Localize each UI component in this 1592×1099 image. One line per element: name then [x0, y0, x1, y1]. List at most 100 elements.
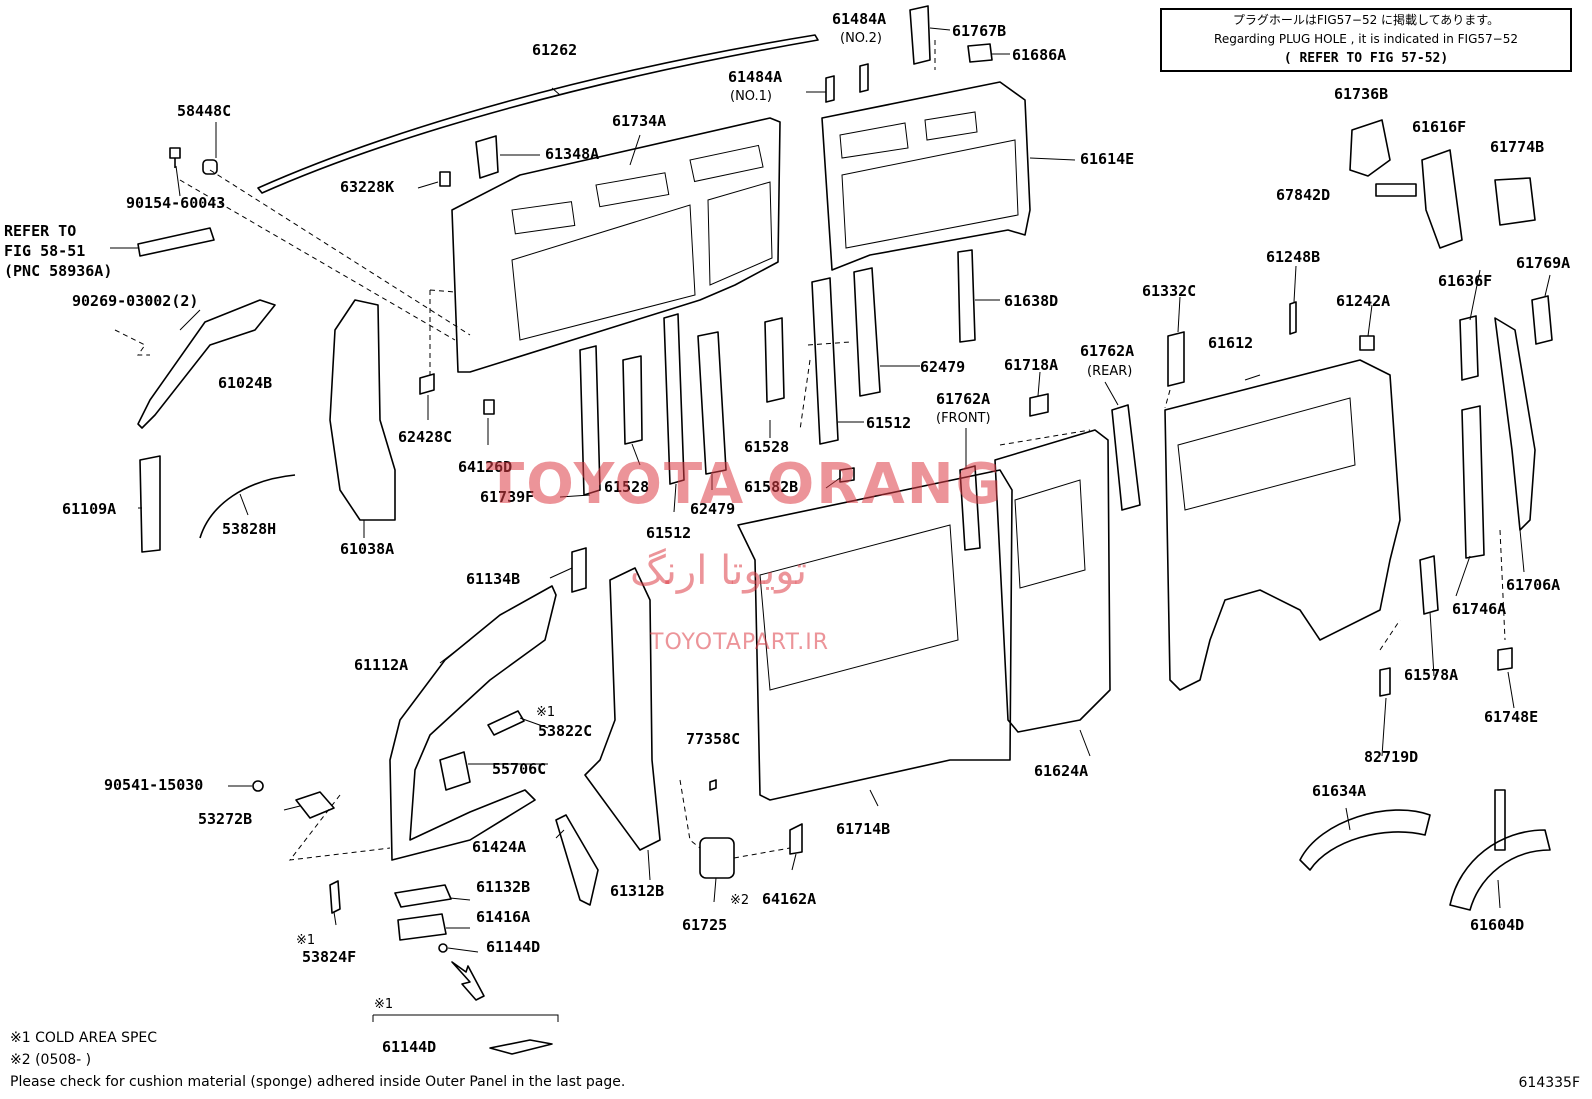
callout-58448c: 58448C [177, 102, 231, 120]
part-61762a-rear [1111, 404, 1141, 511]
part-61725 [699, 837, 735, 879]
part-61686a [967, 43, 993, 63]
panel-61612 [1164, 359, 1401, 691]
figure-number: 614335F [1518, 1075, 1581, 1091]
callout-61109a: 61109A [62, 500, 116, 518]
callout-67842d: 67842D [1276, 186, 1330, 204]
callout-mark1-a: ※1 [536, 705, 555, 720]
callout-61512-b: 61512 [866, 414, 911, 432]
part-61736b [1349, 119, 1391, 177]
callout-61024b: 61024B [218, 374, 272, 392]
refer-note: REFER TO FIG 58-51 (PNC 58936A) [4, 222, 112, 280]
svg-text:REFER TO: REFER TO [4, 222, 76, 240]
callout-61774b: 61774B [1490, 138, 1544, 156]
callout-61748e: 61748E [1484, 708, 1538, 726]
footnote-cold-area: ※1 COLD AREA SPEC [10, 1030, 158, 1046]
part-55706c [439, 751, 471, 791]
callout-61484a-no1: 61484A [728, 68, 782, 86]
pillar-61112a [389, 585, 557, 861]
callout-61746a: 61746A [1452, 600, 1506, 618]
callout-61762a-front: 61762A [936, 390, 990, 408]
callout-61725: 61725 [682, 916, 727, 934]
callout-61736b: 61736B [1334, 85, 1388, 103]
part-61132b [394, 884, 452, 908]
callout-61484a-no2: 61484A [832, 10, 886, 28]
part-67842d [1375, 183, 1417, 197]
part-61484a-no1 [825, 75, 835, 103]
pillar-61739f [579, 345, 601, 496]
pillar-61024b [137, 299, 276, 429]
panel-61624a [994, 429, 1111, 733]
callout-61134b: 61134B [466, 570, 520, 588]
callout-61638d: 61638D [1004, 292, 1058, 310]
note-line-japanese: プラグホールはFIG57−52 に掲載してあります。 [1232, 13, 1500, 27]
callout-61528-a: 61528 [604, 478, 649, 496]
part-64162a [789, 823, 803, 855]
callout-53824f: 53824F [302, 948, 356, 966]
callout-61144d-cold: 61144D [382, 1038, 436, 1056]
callout-55706c: 55706C [492, 760, 546, 778]
callout-no1: (NO.1) [730, 89, 772, 104]
callout-61248b: 61248B [1266, 248, 1320, 266]
callout-61348a: 61348A [545, 145, 599, 163]
callout-rear: (REAR) [1087, 364, 1132, 379]
callout-53822c: 53822C [538, 722, 592, 740]
callout-61144d: 61144D [486, 938, 540, 956]
callout-61614e: 61614E [1080, 150, 1134, 168]
part-61769a [1531, 295, 1553, 345]
callout-61739f: 61739F [480, 488, 534, 506]
pillar-61109a [139, 455, 161, 553]
callout-labels: 61484A (NO.2) 61767B 61686A 61262 61484A… [4, 10, 1570, 1056]
part-61332c [1167, 331, 1185, 387]
part-61746a [1461, 405, 1485, 559]
bracket-62428c [419, 373, 435, 395]
callout-90269-03002: 90269-03002(2) [72, 292, 198, 310]
part-61312b [584, 567, 661, 851]
callout-no2: (NO.2) [840, 31, 882, 46]
pillar-61038a [329, 299, 396, 521]
callout-77358c: 77358C [686, 730, 740, 748]
clip-61144d [438, 943, 448, 953]
part-61616f [1421, 149, 1463, 249]
bracket-61348a [475, 135, 499, 179]
pillar-61638d [957, 249, 976, 343]
callout-90541-15030: 90541-15030 [104, 776, 203, 794]
callout-61636f: 61636F [1438, 272, 1492, 290]
footnote-date-range: ※2 (0508- ) [10, 1052, 92, 1068]
callout-61604d: 61604D [1470, 916, 1524, 934]
bolt-90154 [169, 147, 181, 168]
part-61424a [555, 814, 599, 906]
cold-spec-bracket [372, 1014, 559, 1022]
callout-61512-a: 61512 [646, 524, 691, 542]
callout-61686a: 61686A [1012, 46, 1066, 64]
callout-90154-60043: 90154-60043 [126, 194, 225, 212]
callout-61582b: 61582B [744, 478, 798, 496]
pillar-61512-b [811, 277, 839, 445]
part-61484a-no2 [909, 5, 931, 65]
clip-90541 [252, 780, 264, 792]
leader-lines [110, 27, 1551, 953]
weatherstrip-53828h [199, 474, 296, 539]
watermark-site: TOYOTAPART.IR [650, 630, 830, 655]
part-61416a [397, 913, 447, 941]
callout-61616f: 61616F [1412, 118, 1466, 136]
pillar-61512-a [663, 313, 685, 485]
pillar-61528-a [622, 355, 643, 445]
part-61718a [1029, 393, 1049, 417]
callout-mark1-b: ※1 [296, 933, 315, 948]
callout-61769a: 61769A [1516, 254, 1570, 272]
callout-62428c: 62428C [398, 428, 452, 446]
callout-61624a: 61624A [1034, 762, 1088, 780]
part-53822c [487, 710, 525, 736]
callout-61332c: 61332C [1142, 282, 1196, 300]
clip-58448c [202, 159, 218, 175]
note-line-english: Regarding PLUG HOLE , it is indicated in… [1214, 32, 1518, 46]
callout-front: (FRONT) [936, 411, 991, 426]
callout-61767b: 61767B [952, 22, 1006, 40]
part-53824f [329, 880, 341, 914]
callout-62479-a: 62479 [690, 500, 735, 518]
callout-mark1-c: ※1 [374, 997, 393, 1012]
callout-64162a: 64162A [762, 890, 816, 908]
part-61748e [1497, 647, 1513, 671]
note-line-refer: ( REFER TO FIG 57-52) [1283, 51, 1449, 66]
